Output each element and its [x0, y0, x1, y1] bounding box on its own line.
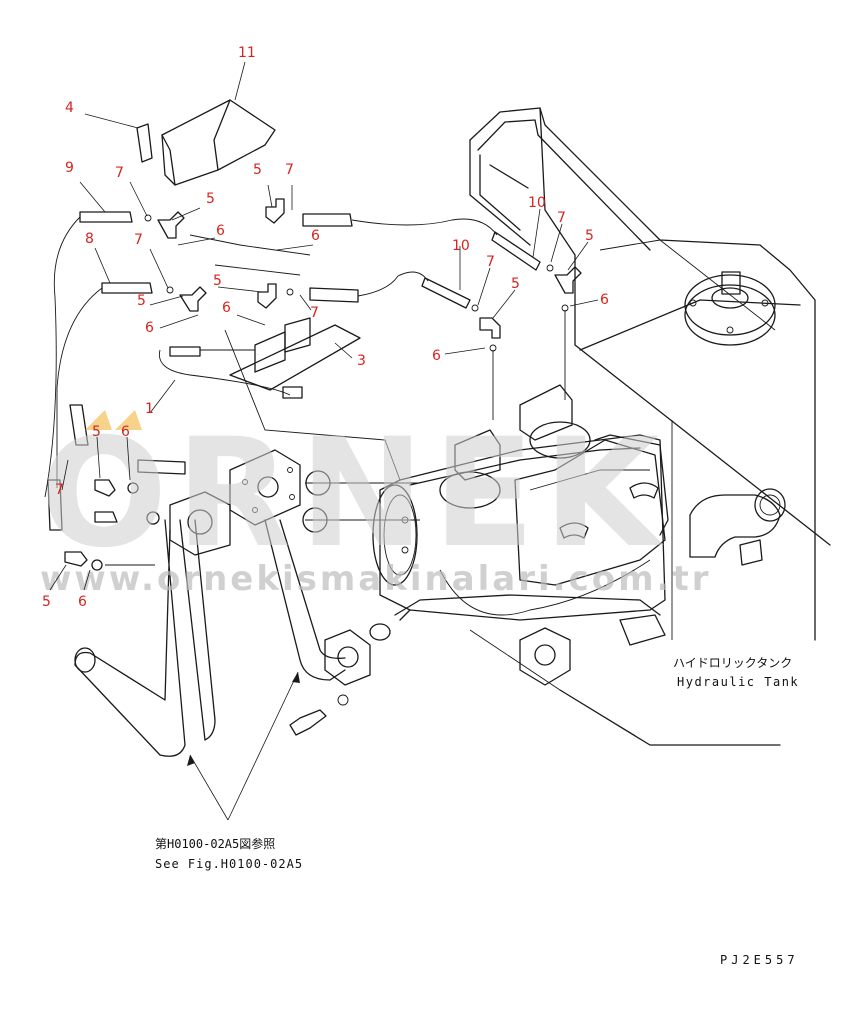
- callout-3: 3: [357, 353, 366, 369]
- drawing-notes: ハイドロリックタンク Hydraulic Tank 第H0100-02A5図参照…: [155, 656, 799, 967]
- callout-8: 8: [85, 231, 94, 247]
- hoses-and-fittings: [44, 99, 582, 571]
- tank-label-jp: ハイドロリックタンク: [673, 656, 792, 670]
- tank-label-en: Hydraulic Tank: [677, 675, 799, 689]
- callout-5: 5: [585, 228, 594, 244]
- callout-7: 7: [486, 254, 495, 270]
- callout-7: 7: [115, 165, 124, 181]
- callout-5: 5: [42, 594, 51, 610]
- callout-leaders: [49, 61, 599, 591]
- callout-7: 7: [557, 210, 566, 226]
- reference-label-en: See Fig.H0100-02A5: [155, 857, 303, 871]
- callout-5: 5: [253, 162, 262, 178]
- watermark-site: www.ornekismakinalari.com.tr: [40, 559, 711, 599]
- hydraulic-tank: [469, 107, 831, 746]
- callout-6: 6: [311, 228, 320, 244]
- callout-10: 10: [528, 195, 546, 211]
- reference-arrows: [187, 671, 300, 821]
- suction-pipes: [74, 449, 420, 757]
- callout-7: 7: [310, 305, 319, 321]
- reference-label-jp: 第H0100-02A5図参照: [155, 836, 275, 851]
- callout-6: 6: [216, 223, 225, 239]
- manifold-assembly: [372, 384, 786, 686]
- callout-6: 6: [432, 348, 441, 364]
- callout-7: 7: [285, 162, 294, 178]
- callout-10: 10: [452, 238, 470, 254]
- callout-5: 5: [213, 273, 222, 289]
- callout-6: 6: [600, 292, 609, 308]
- callout-6: 6: [222, 300, 231, 316]
- callout-6: 6: [78, 594, 87, 610]
- callout-9: 9: [65, 160, 74, 176]
- callout-labels: 11 4 9 7 5 5 7 6 8 7 6 5 5 6 7 6 3 1 10 …: [42, 45, 609, 610]
- callout-6: 6: [121, 424, 130, 440]
- callout-7: 7: [55, 482, 64, 498]
- callout-4: 4: [65, 100, 74, 116]
- callout-7: 7: [134, 232, 143, 248]
- callout-5: 5: [206, 191, 215, 207]
- callout-11: 11: [238, 45, 256, 61]
- callout-5: 5: [92, 424, 101, 440]
- watermark-brand: ORNEK: [40, 407, 667, 581]
- callout-5: 5: [137, 293, 146, 309]
- callout-1: 1: [145, 401, 154, 417]
- callout-6: 6: [145, 320, 154, 336]
- callout-5: 5: [511, 276, 520, 292]
- watermark: ORNEK www.ornekismakinalari.com.tr: [40, 407, 711, 599]
- drawing-code: PJ2E557: [720, 953, 799, 967]
